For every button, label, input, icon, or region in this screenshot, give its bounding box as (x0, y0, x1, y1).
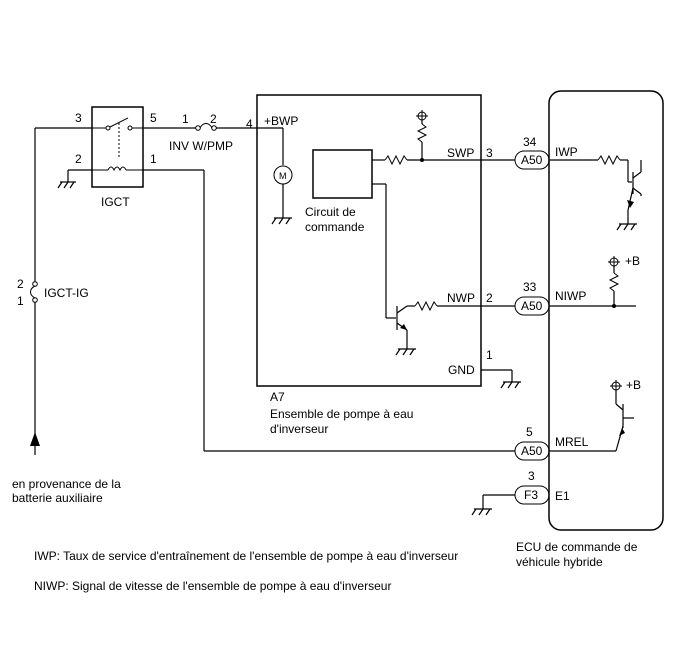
svg-text:3: 3 (528, 469, 535, 483)
relay-pin-2: 2 (75, 152, 82, 166)
relay-coil-ground (57, 169, 92, 189)
relay-label: IGCT (101, 195, 130, 209)
wire-mrel (143, 169, 515, 452)
relay-igct: 3 5 2 1 IGCT (75, 106, 157, 209)
pump-gnd-label: GND (448, 363, 475, 377)
pump-pin-3: 3 (486, 146, 493, 160)
pump-swp-label: SWP (447, 146, 474, 160)
svg-text:5: 5 (526, 425, 533, 439)
pump-code: A7 (270, 390, 285, 404)
ecu-mrel-label: MREL (555, 435, 589, 449)
ecu-iwp-label: IWP (555, 145, 578, 159)
ecu-hybrid: A50 34 IWP A50 33 NIWP +B (471, 90, 664, 569)
battery-feed-wire (30, 127, 92, 455)
fuse-igct-ig: 2 1 IGCT-IG (17, 277, 89, 308)
fuse-ig-label: IGCT-IG (44, 286, 89, 300)
fuse-inv-pin-out: 2 (210, 112, 217, 126)
svg-text:M: M (279, 171, 287, 181)
control-label-line2: commande (305, 220, 365, 234)
fuse-ig-pin-bottom: 1 (17, 294, 24, 308)
svg-text:33: 33 (523, 280, 537, 294)
pump-name-line1: Ensemble de pompe à eau (270, 407, 413, 421)
fuse-inv-pin-in: 1 (182, 112, 189, 126)
pump-name-line2: d'inverseur (270, 422, 328, 436)
pump-pin-4: 4 (246, 117, 253, 131)
ecu-name-line1: ECU de commande de (516, 540, 638, 554)
svg-text:F3: F3 (524, 488, 538, 502)
pump-nwp-label: NWP (447, 291, 475, 305)
pump-pin-2: 2 (486, 291, 493, 305)
svg-text:A50: A50 (521, 444, 543, 458)
battery-note-line2: batterie auxiliaire (12, 491, 103, 505)
ecu-name-line2: véhicule hybride (516, 555, 603, 569)
ecu-supply-b1: +B (625, 254, 640, 268)
relay-pin-3: 3 (75, 111, 82, 125)
pump-assembly-a7: 4 +BWP M Circuit de commande SWP 3 (246, 94, 521, 436)
ecu-e1-label: E1 (555, 489, 570, 503)
battery-note-line1: en provenance de la (12, 477, 121, 491)
pump-pin-1: 1 (486, 348, 493, 362)
ecu-niwp-label: NIWP (555, 289, 586, 303)
ecu-supply-b2: +B (626, 378, 641, 392)
control-label-line1: Circuit de (305, 205, 356, 219)
svg-text:A50: A50 (521, 299, 543, 313)
relay-pin-1: 1 (150, 152, 157, 166)
pump-pin-4-label: +BWP (264, 114, 298, 128)
relay-pin-5: 5 (150, 111, 157, 125)
wire-bwp: 1 2 INV W/PMP (143, 112, 284, 165)
fuse-ig-pin-top: 2 (17, 277, 24, 291)
legend-iwp: IWP: Taux de service d'entraînement de l… (34, 549, 458, 563)
legend-niwp: NIWP: Signal de vitesse de l'ensemble de… (34, 579, 391, 593)
svg-text:34: 34 (523, 135, 537, 149)
fuse-inv-label: INV W/PMP (169, 139, 233, 153)
svg-text:A50: A50 (521, 153, 543, 167)
